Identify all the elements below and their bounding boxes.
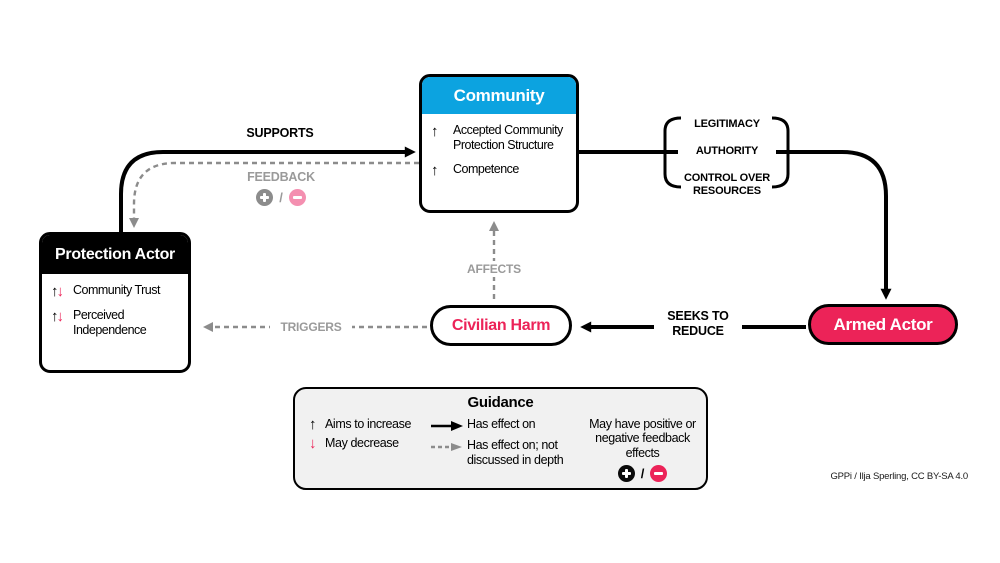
- legend-columns: ↑ Aims to increase ↓ May decrease Has ef…: [295, 411, 706, 483]
- bracket-left: [663, 116, 682, 189]
- legend-column-feedback: May have positive or negative feedback e…: [589, 417, 696, 483]
- protection-actor-item: ↑↓ Perceived Independence: [51, 308, 147, 337]
- seeks-to-reduce-label: SEEKS TO REDUCE: [654, 309, 742, 339]
- slash-divider: /: [279, 190, 283, 205]
- legend-item: Has effect on; not discussed in depth: [431, 438, 589, 467]
- plus-circle-icon: [617, 465, 635, 483]
- minus-circle-icon: [650, 465, 668, 483]
- protection-actor-item: ↑↓ Community Trust: [51, 283, 160, 300]
- protection-actor-node: Protection Actor ↑↓ Community Trust ↑↓ P…: [39, 232, 191, 373]
- supports-arrow: [119, 146, 416, 233]
- guidance-legend: Guidance ↑ Aims to increase ↓ May decrea…: [293, 387, 708, 490]
- civilian-harm-node: Civilian Harm: [430, 305, 572, 346]
- bracket-label-legitimacy: LEGITIMACY: [694, 118, 760, 130]
- plus-circle-icon: [256, 189, 274, 206]
- up-arrow-icon: ↑: [431, 123, 439, 140]
- slash-divider: /: [640, 466, 645, 482]
- community-body: ↑ Accepted Community Protection Structur…: [422, 114, 576, 193]
- up-down-arrow-icon: ↑↓: [51, 283, 64, 300]
- protection-actor-body: ↑↓ Community Trust ↑↓ Perceived Independ…: [42, 274, 188, 353]
- bracket-label-control: CONTROL OVER RESOURCES: [683, 172, 770, 197]
- up-arrow-icon: ↑: [309, 416, 317, 433]
- legend-column-effects: Has effect on Has effect on; not discuss…: [431, 417, 589, 482]
- community-item: ↑ Competence: [431, 161, 519, 179]
- bracket-to-armed-arrow: [776, 150, 892, 300]
- up-arrow-icon: ↑: [431, 161, 439, 179]
- legend-feedback-text: May have positive or negative feedback e…: [589, 417, 696, 460]
- feedback-label: FEEDBACK: [247, 170, 315, 184]
- armed-actor-node: Armed Actor: [808, 304, 958, 345]
- feedback-arrow: [129, 161, 419, 228]
- affects-label: AFFECTS: [454, 261, 534, 277]
- feedback-label-group: FEEDBACK /: [231, 170, 331, 206]
- supports-label: SUPPORTS: [246, 126, 314, 140]
- minus-circle-icon: [288, 189, 306, 206]
- legend-feedback-icons: /: [589, 465, 696, 483]
- up-down-arrow-icon: ↑↓: [51, 308, 64, 325]
- community-node: Community ↑ Accepted Community Protectio…: [419, 74, 579, 213]
- legend-item: Has effect on: [431, 417, 589, 434]
- community-header: Community: [422, 77, 576, 114]
- community-item: ↑ Accepted Community Protection Structur…: [431, 123, 563, 152]
- protection-actor-header: Protection Actor: [42, 235, 188, 274]
- down-arrow-icon: ↓: [309, 435, 317, 452]
- triggers-label: TRIGGERS: [270, 319, 352, 335]
- legend-column-arrows: ↑ Aims to increase ↓ May decrease: [309, 417, 431, 482]
- attribution-text: GPPi / Ilja Sperling, CC BY-SA 4.0: [830, 471, 968, 482]
- solid-arrow-icon: [431, 417, 467, 434]
- legend-item: ↑ Aims to increase: [309, 416, 411, 433]
- legend-title: Guidance: [467, 394, 534, 411]
- dashed-arrow-icon: [431, 438, 467, 455]
- bracket-right: [771, 116, 790, 189]
- bracket-label-authority: AUTHORITY: [695, 145, 759, 157]
- legend-item: ↓ May decrease: [309, 435, 399, 452]
- feedback-icons: /: [231, 189, 331, 206]
